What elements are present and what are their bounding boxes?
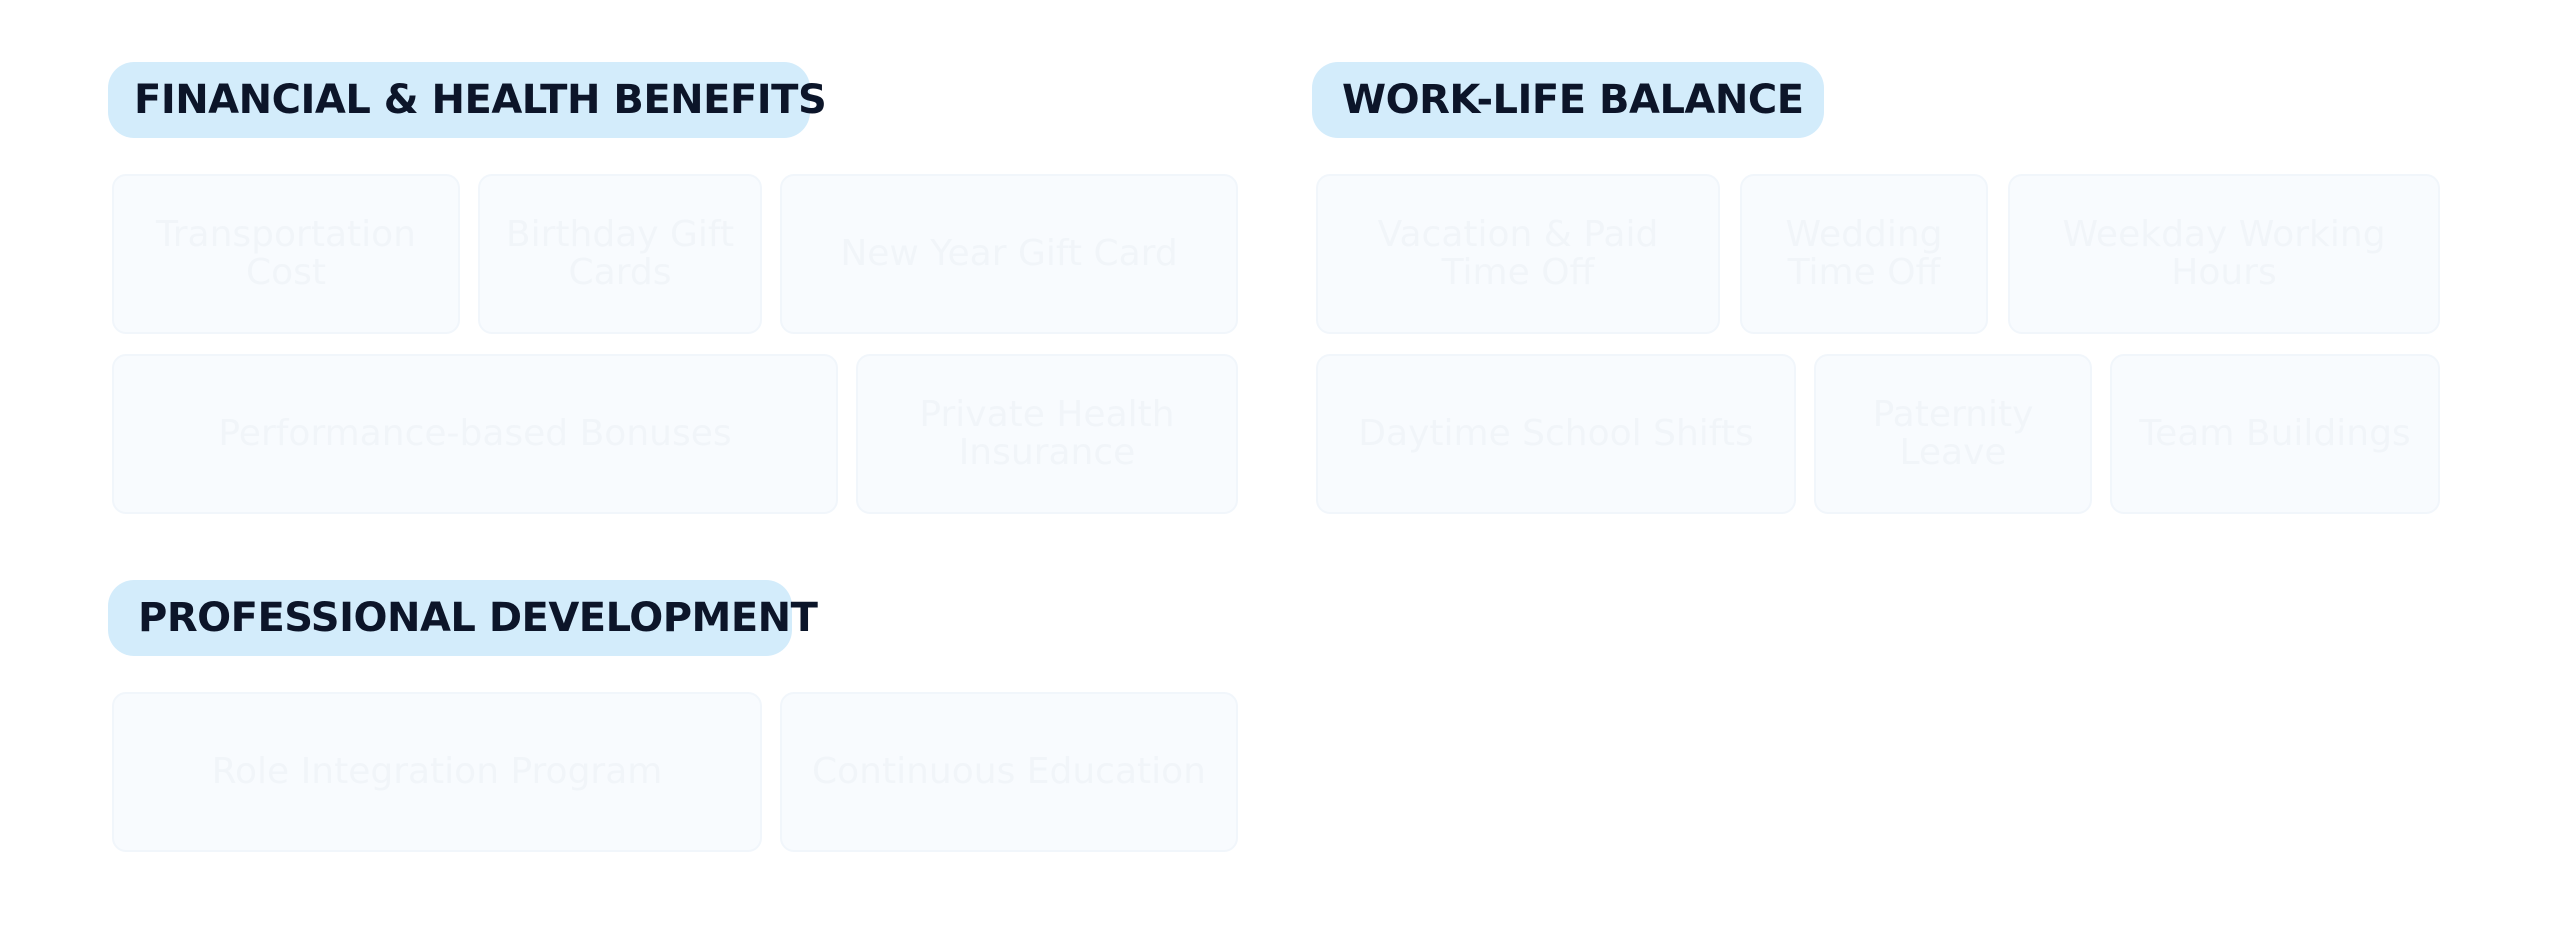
benefit-label: Performance-based Bonuses [218, 413, 732, 454]
benefit-label: Daytime School Shifts [1358, 413, 1754, 454]
section-title-work-life-balance: WORK-LIFE BALANCE [1312, 62, 1824, 138]
benefit-label: Role Integration Program [211, 751, 663, 792]
benefit-label: Paternity Leave [1872, 394, 2034, 473]
benefit-card-team-buildings: Team Buildings [2110, 354, 2440, 514]
benefit-label: Continuous Education [812, 751, 1206, 792]
section-title-financial-health-benefits: FINANCIAL & HEALTH BENEFITS [108, 62, 827, 138]
benefit-card-vacation-paid-time-off: Vacation & Paid Time Off [1316, 174, 1720, 334]
benefit-label: Wedding Time Off [1785, 214, 1943, 293]
section-title-professional-development: PROFESSIONAL DEVELOPMENT [108, 580, 818, 656]
benefit-card-daytime-school-shifts: Daytime School Shifts [1316, 354, 1796, 514]
benefit-label: Team Buildings [2139, 413, 2411, 454]
benefit-label: Birthday Gift Cards [505, 214, 735, 293]
benefit-card-weekday-working-hours: Weekday Working Hours [2008, 174, 2440, 334]
benefit-label: Transportation Cost [156, 214, 416, 293]
benefit-label: Weekday Working Hours [2062, 214, 2386, 293]
benefit-card-wedding-time-off: Wedding Time Off [1740, 174, 1988, 334]
benefit-card-role-integration-program: Role Integration Program [112, 692, 762, 852]
benefit-label: Vacation & Paid Time Off [1377, 214, 1659, 293]
benefit-label: New Year Gift Card [840, 233, 1178, 274]
benefit-card-new-year-gift-card: New Year Gift Card [780, 174, 1238, 334]
benefit-card-transportation-cost: Transportation Cost [112, 174, 460, 334]
benefit-card-paternity-leave: Paternity Leave [1814, 354, 2092, 514]
benefit-card-birthday-gift-cards: Birthday Gift Cards [478, 174, 762, 334]
benefit-label: Private Health Insurance [919, 394, 1175, 473]
benefit-card-private-health-insurance: Private Health Insurance [856, 354, 1238, 514]
benefit-card-performance-based-bonuses: Performance-based Bonuses [112, 354, 838, 514]
benefit-card-continuous-education: Continuous Education [780, 692, 1238, 852]
